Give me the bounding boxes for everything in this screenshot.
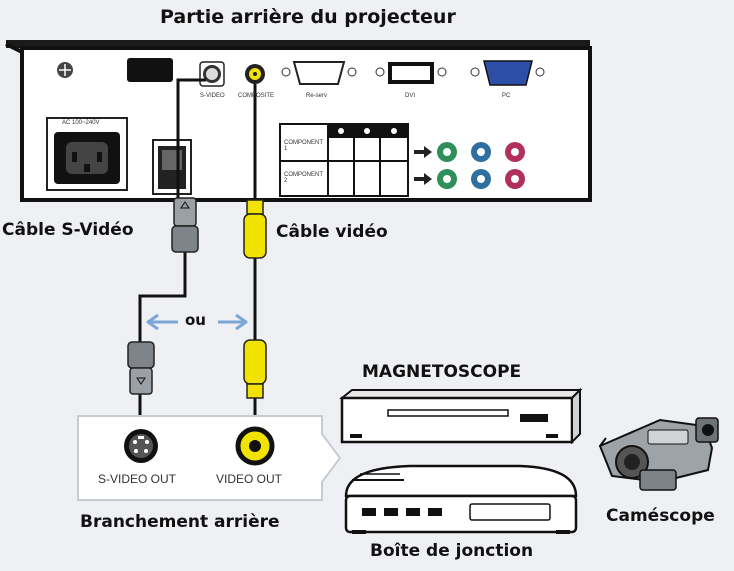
- source-panel-caption: Branchement arrière: [80, 512, 280, 532]
- dvi-port-icon: [375, 62, 447, 84]
- screw-icon: [57, 62, 73, 78]
- power-socket-icon: [46, 117, 128, 191]
- component-jacks: [437, 142, 525, 189]
- vcr-icon: [339, 387, 583, 445]
- sensor-icon: [127, 58, 173, 82]
- component-grid: [279, 123, 409, 197]
- camcorder-icon: [598, 417, 719, 491]
- port-label-pc: PC: [502, 93, 511, 99]
- component-label-2: COMPONENT 2: [284, 172, 323, 184]
- or-arrows: [146, 313, 248, 331]
- settop-label: Boîte de jonction: [370, 541, 534, 561]
- serial-port-icon: [281, 61, 357, 85]
- video-out-label: VIDEO OUT: [216, 472, 283, 486]
- vcr-label: MAGNETOSCOPE: [362, 362, 522, 382]
- port-label-serial: Re-serv: [306, 93, 328, 99]
- svideo-plug-top: [171, 197, 199, 253]
- video-plug-bottom: [243, 339, 267, 399]
- or-label: ou: [185, 311, 206, 329]
- svideo-plug-bottom: [127, 341, 155, 395]
- svideo-out-label: S-VIDEO OUT: [98, 472, 177, 486]
- component-label-1: COMPONENT 1: [284, 140, 323, 152]
- port-label-svideo: S-VIDEO: [200, 93, 225, 99]
- diagram-title: Partie arrière du projecteur: [160, 6, 456, 28]
- set-top-box-icon: [344, 464, 578, 534]
- port-label-dvi: DVI: [405, 93, 416, 99]
- source-panel: [77, 415, 342, 501]
- vga-port-icon: [470, 60, 545, 86]
- video-plug-top: [243, 199, 267, 259]
- svideo-port-icon: [199, 61, 225, 87]
- port-label-composite: COMPOSITE: [238, 93, 275, 99]
- composite-port-icon: [245, 64, 265, 84]
- svideo-cable-label: Câble S-Vidéo: [2, 220, 134, 240]
- component-arrows: [414, 146, 432, 185]
- power-switch-icon: [152, 139, 192, 195]
- video-cable-label: Câble vidéo: [276, 222, 388, 242]
- power-label: AC 100~240V: [62, 120, 100, 126]
- camcorder-label: Caméscope: [606, 506, 715, 526]
